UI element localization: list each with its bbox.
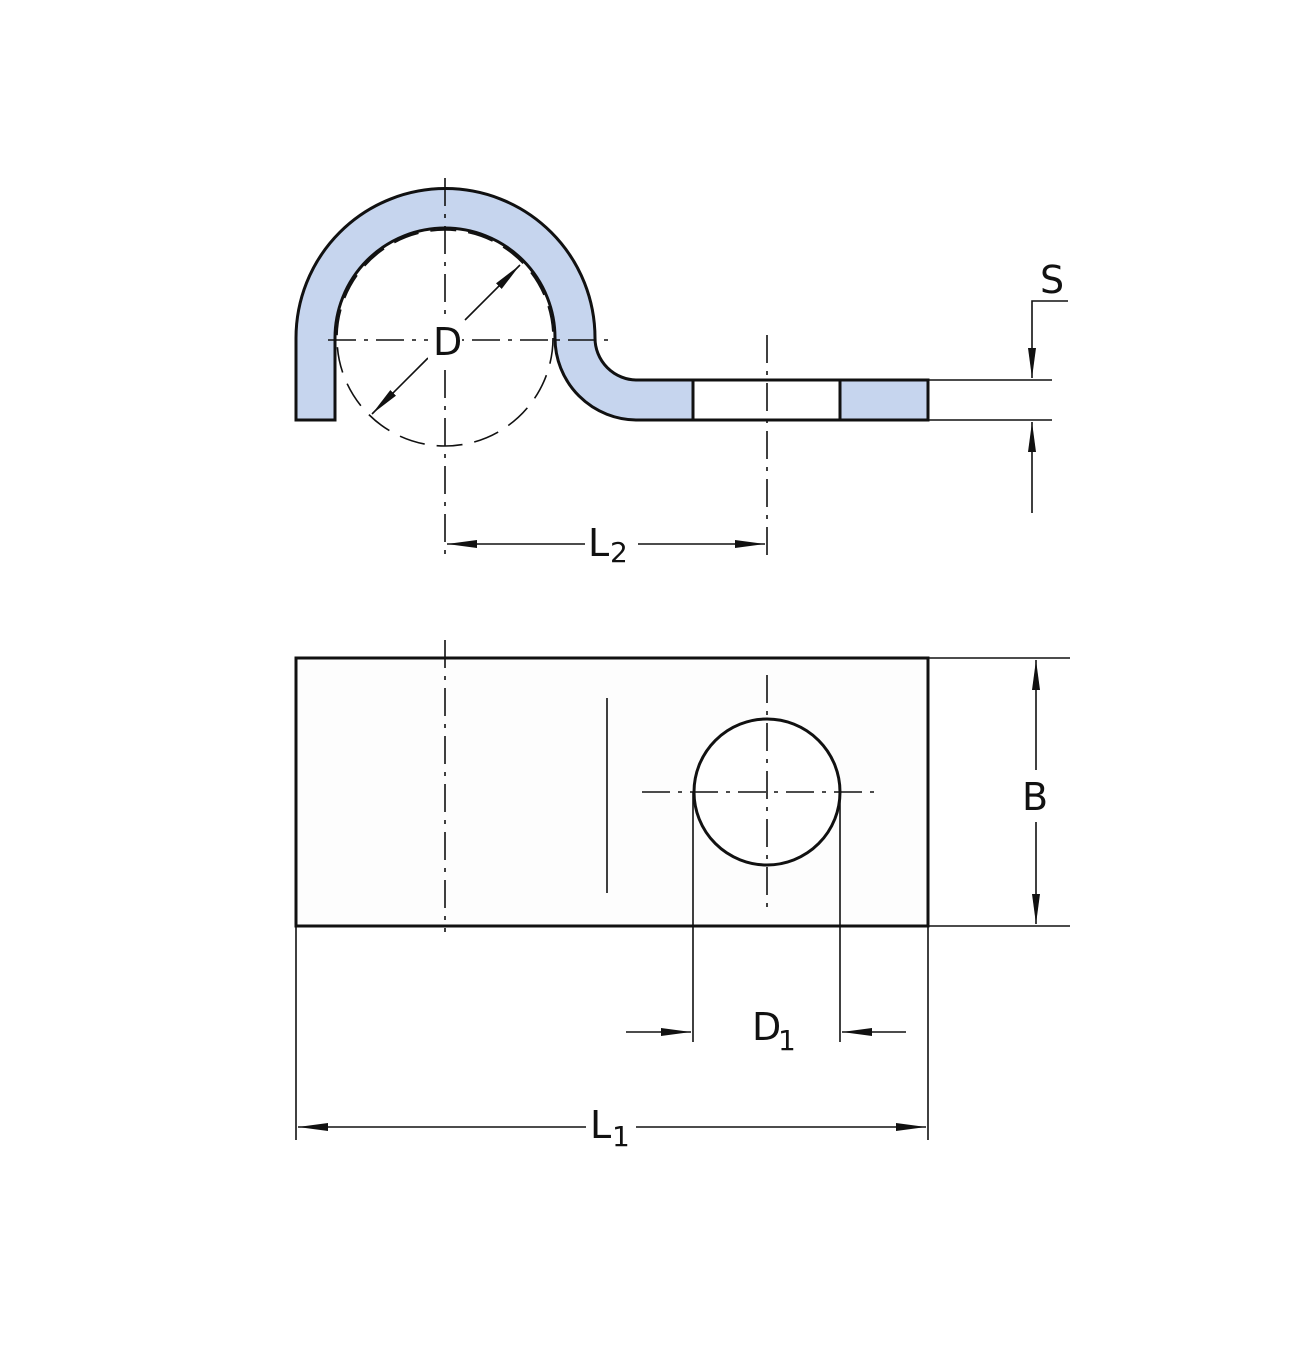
dimension-b: B [1022,775,1048,819]
dimension-l2: L [588,521,609,565]
dimension-d: D [433,320,462,364]
dimension-l1: L [590,1103,611,1147]
d-dim-arrow-upper [464,264,521,321]
s-leader [1028,300,1068,378]
top-view: B D 1 L 1 [294,640,1070,1153]
side-view: D L 2 S [294,178,1068,569]
dimension-s: S [1040,258,1064,302]
dimension-d1-subscript: 1 [778,1024,796,1057]
d-dim-arrow-lower [371,357,429,415]
dimension-l2-subscript: 2 [610,536,628,569]
dimension-d1: D [752,1005,781,1049]
dimension-l1-subscript: 1 [612,1120,630,1153]
